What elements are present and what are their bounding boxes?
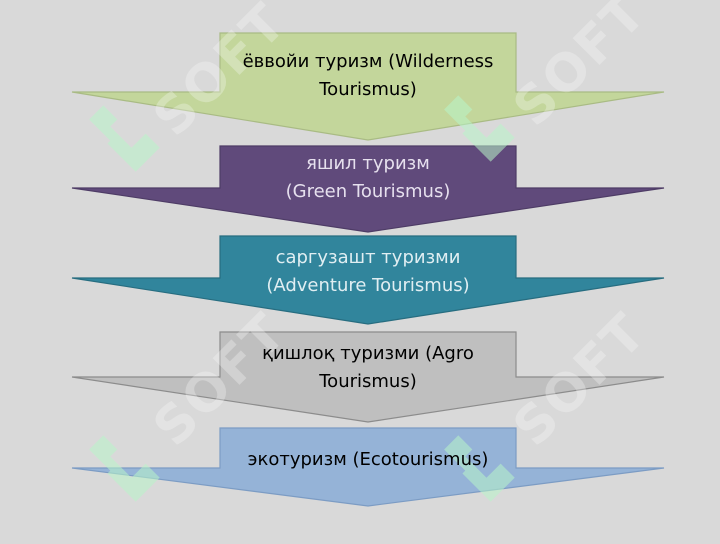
watermark-logo-icon — [82, 94, 164, 176]
arrow-shape-adventure — [71, 235, 665, 325]
watermark-logo-icon — [437, 424, 519, 506]
watermark-logo-icon — [82, 424, 164, 506]
arrow-shape-eco — [71, 427, 665, 507]
step-label-eco: экотуризм (Ecotourismus) — [247, 449, 489, 470]
step-label-wilderness: ёввойи туризм (Wilderness Tourismus) — [242, 51, 494, 100]
step-label-green: яшил туризм (Green Tourismus) — [285, 153, 451, 202]
arrow-shape-wilderness — [71, 32, 665, 141]
arrow-shape-agro — [71, 331, 665, 423]
step-label-adventure: саргузашт туризми (Adventure Tourismus) — [266, 247, 470, 296]
step-label-agro: қишлоқ туризми (Agro Tourismus) — [262, 343, 474, 392]
arrow-shape-green — [71, 145, 665, 233]
watermark-logo-icon — [437, 84, 519, 166]
